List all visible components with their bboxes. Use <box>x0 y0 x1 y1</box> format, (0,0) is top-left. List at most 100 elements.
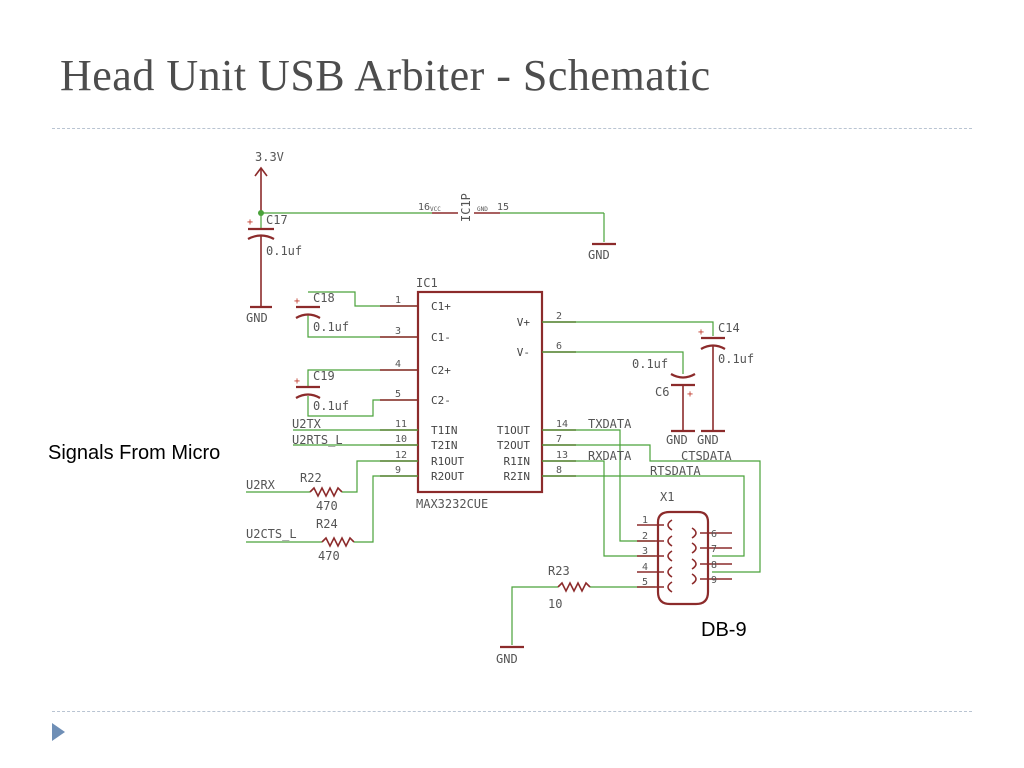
ic1-pin-number: 14 <box>556 419 568 430</box>
c6-label: C6 <box>655 385 669 399</box>
c14-capacitor: + C14 0.1uf GND <box>542 321 754 447</box>
net-u2rx: U2RX <box>246 478 276 492</box>
ic1-pin-number: 10 <box>395 434 407 445</box>
svg-text:GND: GND <box>496 652 518 666</box>
c19-value: 0.1uf <box>313 399 349 413</box>
ic1-pin-name: R2OUT <box>431 470 464 483</box>
db9-pin-number: 2 <box>642 531 648 542</box>
svg-text:+: + <box>687 389 693 400</box>
c18-label: C18 <box>313 291 335 305</box>
db9-pin-number: 9 <box>711 575 717 586</box>
slide-bullet-icon <box>52 723 65 741</box>
db9-socket-mark <box>667 581 673 593</box>
net-rxdata: RXDATA <box>588 449 632 463</box>
r23-resistor: R23 10 GND <box>496 564 655 666</box>
db9-socket-mark <box>691 558 697 570</box>
ic1-pin-number: 5 <box>395 389 401 400</box>
c17-label: C17 <box>266 213 288 227</box>
svg-text:+: + <box>294 376 300 387</box>
svg-text:GND: GND <box>588 248 610 262</box>
c14-label: C14 <box>718 321 740 335</box>
net-txdata: TXDATA <box>588 417 632 431</box>
c18-capacitor: + C18 0.1uf <box>294 291 418 338</box>
db9-caption: DB-9 <box>701 619 747 641</box>
ic1-pin-name: R2IN <box>504 470 531 483</box>
ic1-pin-number: 12 <box>395 450 407 461</box>
net-u2cts: U2CTS_L <box>246 527 297 541</box>
net-u2tx: U2TX <box>292 417 322 431</box>
ic1-pin-name: V- <box>517 346 530 359</box>
ic1-pin-name: C2+ <box>431 364 451 377</box>
footer-divider <box>52 711 972 712</box>
ic1-pin-name: T2IN <box>431 439 458 452</box>
db9-socket-mark <box>667 566 673 578</box>
db9-socket-mark <box>667 519 673 531</box>
r23-label: R23 <box>548 564 570 578</box>
ic1-pin-number: 4 <box>395 359 401 370</box>
vcc-label: 3.3V <box>255 150 284 164</box>
svg-text:GND: GND <box>477 206 488 213</box>
c19-label: C19 <box>313 369 335 383</box>
c17-capacitor: + C17 0.1uf GND <box>246 210 432 325</box>
ic1-pin-name: T1IN <box>431 424 458 437</box>
vcc-symbol: 3.3V <box>254 150 284 213</box>
ic1-part-number: MAX3232CUE <box>416 497 488 511</box>
ic1-pin-name: C1+ <box>431 300 451 313</box>
ic1-pin-name: T2OUT <box>497 439 530 452</box>
c14-value: 0.1uf <box>718 352 754 366</box>
ic1-pin-name: C2- <box>431 394 451 407</box>
svg-text:GND: GND <box>666 433 688 447</box>
ic1-pin-number: 13 <box>556 450 568 461</box>
db9-socket-mark <box>667 550 673 562</box>
db9-pin-number: 8 <box>711 560 717 571</box>
db9-socket-mark <box>691 542 697 554</box>
db9-pin-number: 3 <box>642 546 648 557</box>
signals-from-micro-caption: Signals From Micro <box>48 442 221 464</box>
ic1-pin-number: 1 <box>395 295 401 306</box>
line-side-nets: TXDATA RXDATA CTSDATA RTSDATA <box>542 417 761 573</box>
ic1p-power-unit: 16 VCC GND 15 IC1P GND <box>418 193 616 262</box>
c6-capacitor: + 0.1uf C6 GND <box>542 351 696 447</box>
db9-pin-number: 6 <box>711 529 717 540</box>
ic1-pin-number: 11 <box>395 419 407 430</box>
svg-text:16: 16 <box>418 202 430 213</box>
c6-value: 0.1uf <box>632 357 668 371</box>
db9-pin-number: 7 <box>711 544 717 555</box>
db9-socket-mark <box>691 527 697 539</box>
svg-text:VCC: VCC <box>430 206 441 213</box>
db9-pin-number: 4 <box>642 562 648 573</box>
r24-value: 470 <box>318 549 340 563</box>
page-title: Head Unit USB Arbiter - Schematic <box>60 51 711 100</box>
x1-label: X1 <box>660 490 674 504</box>
c17-value: 0.1uf <box>266 244 302 258</box>
ic1-pin-name: T1OUT <box>497 424 530 437</box>
svg-text:+: + <box>698 327 704 338</box>
db9-socket-mark <box>691 573 697 585</box>
db9-socket-mark <box>667 535 673 547</box>
ic1-pin-number: 2 <box>556 311 562 322</box>
ic1-pin-number: 7 <box>556 434 562 445</box>
svg-text:15: 15 <box>497 202 509 213</box>
net-ctsdata: CTSDATA <box>681 449 732 463</box>
gnd-label: GND <box>246 311 268 325</box>
ic1-pin-name: V+ <box>517 316 531 329</box>
ic1-pin-number: 6 <box>556 341 562 352</box>
ic1-pin-number: 8 <box>556 465 562 476</box>
r23-value: 10 <box>548 597 562 611</box>
micro-side-nets: U2TX U2RTS_L U2RX R22 470 U2CTS_L R24 47… <box>246 417 418 563</box>
svg-text:GND: GND <box>697 433 719 447</box>
ic1-pin-name: C1- <box>431 331 451 344</box>
r22-value: 470 <box>316 499 338 513</box>
title-divider <box>52 128 972 129</box>
db9-pin-number: 5 <box>642 577 648 588</box>
svg-text:+: + <box>294 296 300 307</box>
c18-value: 0.1uf <box>313 320 349 334</box>
net-rtsdata: RTSDATA <box>650 464 701 478</box>
ic1-pin-number: 9 <box>395 465 401 476</box>
r24-label: R24 <box>316 517 338 531</box>
ic1-pin-name: R1IN <box>504 455 531 468</box>
svg-text:+: + <box>247 217 253 228</box>
ic1-label: IC1 <box>416 276 438 290</box>
